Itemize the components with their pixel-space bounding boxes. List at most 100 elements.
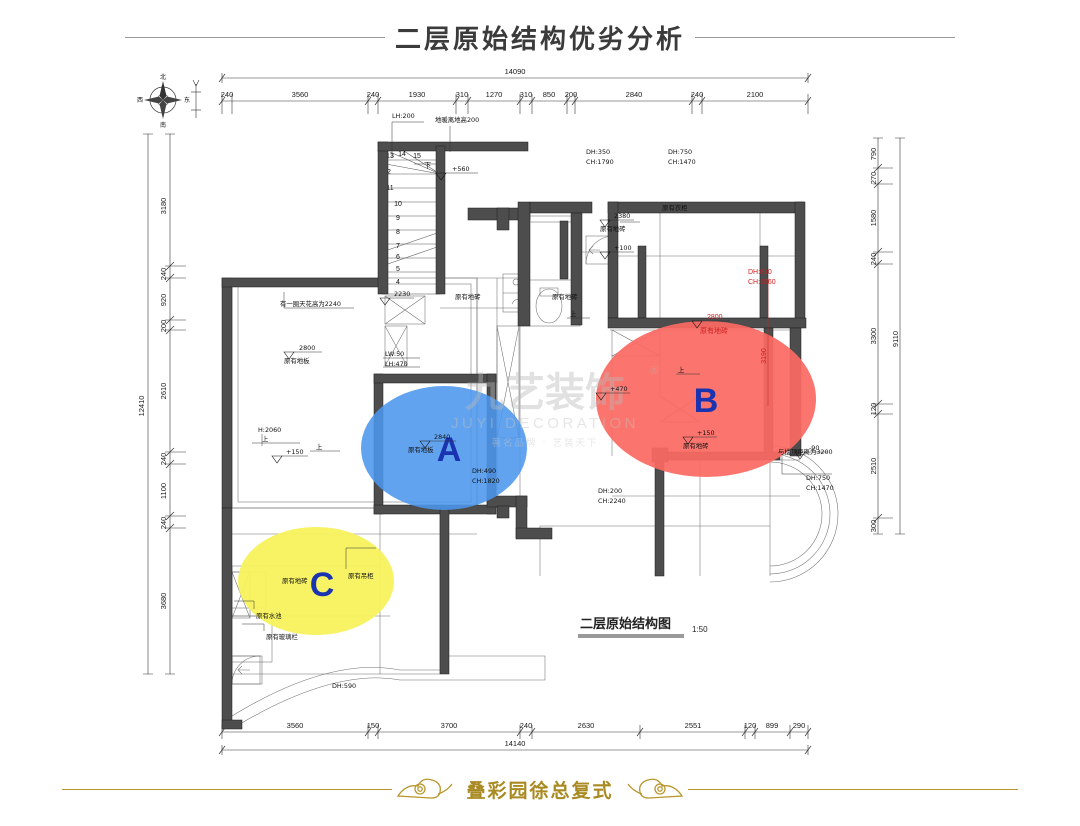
- label-tile-red: 原有地砖: [700, 326, 728, 335]
- label-elev-100: +100: [614, 244, 632, 252]
- dim-top-seg-10: 240: [691, 90, 704, 99]
- elevation-markers: +560 2230 2380 +100 2800: [271, 165, 828, 464]
- label-elev-150-left: +150: [286, 448, 304, 456]
- dim-right-seg-4: 3300: [869, 328, 878, 345]
- label-ch2240: CH:2240: [598, 497, 626, 505]
- dim-bottom-total: 14140: [505, 739, 526, 748]
- annotation-floor-heating: 地暖离地高200: [435, 115, 479, 152]
- label-ch1470-bottom: CH:1470: [806, 484, 834, 492]
- annotation-dh490: DH:490 CH:1820: [472, 467, 500, 485]
- label-old-sink: 原有水池: [256, 611, 282, 620]
- dim-top-seg-3: 1930: [409, 90, 426, 99]
- annotation-dh200: DH:200 CH:2240: [598, 487, 626, 505]
- dim-top-seg-4: 310: [456, 90, 469, 99]
- dim-right-seg-2: 1580: [869, 210, 878, 227]
- cloud-ornament-left-icon: [392, 776, 458, 802]
- annotation-dh350: DH:350 CH:1790: [586, 148, 614, 166]
- compass-rose: 北 东 南 西: [137, 73, 190, 129]
- dim-top-seg-8: 200: [565, 90, 578, 99]
- dim-top-seg-5: 1270: [486, 90, 503, 99]
- annotation-roof-distance: 与楼顶距离为3200: [778, 447, 833, 475]
- label-up-3: 上: [678, 365, 685, 374]
- dim-bottom-seg-0: 3560: [287, 721, 304, 730]
- stair-step-9: 9: [396, 215, 400, 222]
- label-lh470: LH:470: [385, 360, 408, 368]
- label-hanging-cabinet: 原有吊柜: [348, 571, 374, 580]
- annotation-3190: 3190: [761, 278, 769, 406]
- page-footer: 叠彩园徐总复式: [0, 762, 1080, 816]
- label-elev-470: +470: [610, 385, 628, 393]
- compass-east-label: 东: [184, 96, 190, 104]
- dim-bottom-seg-8: 290: [793, 721, 806, 730]
- dim-top-seg-0: 240: [221, 90, 234, 99]
- label-wood-left: 原有地板: [284, 356, 310, 365]
- dimension-chain-top: 14090 240 3560 240 1930 310 1270 3: [218, 67, 812, 114]
- material-labels: 原有地板 原有地板 原有地砖 原有地砖 原有地砖 原有地砖 原有地砖 原有地砖 …: [234, 203, 728, 641]
- label-lh200: LH:200: [392, 112, 415, 120]
- stair-step-11: 11: [386, 185, 393, 192]
- footer-rule-right: [687, 788, 1018, 790]
- annotation-dh750-top: DH:750 CH:1470: [668, 148, 696, 166]
- dim-left-seg-5: 240: [159, 453, 168, 466]
- dim-left-seg-3: 200: [159, 320, 168, 333]
- dim-left-seg-7: 240: [159, 517, 168, 530]
- dim-top-seg-11: 2100: [747, 90, 764, 99]
- stair-step-5: 5: [396, 266, 400, 273]
- dim-left-seg-0: 3180: [159, 198, 168, 215]
- dim-top-seg-2: 240: [367, 90, 380, 99]
- dim-left-seg-4: 2610: [159, 383, 168, 400]
- label-ch1790: CH:1790: [586, 158, 614, 166]
- annotation-ceiling-ring: 有一圈天花高为2240: [280, 292, 354, 309]
- dim-left-total: 12410: [137, 396, 146, 417]
- dim-top-seg-6: 310: [520, 90, 533, 99]
- label-up-4: 上: [316, 442, 323, 451]
- header-rule-right: [695, 36, 955, 38]
- label-ch1470-top: CH:1470: [668, 158, 696, 166]
- label-dh350: DH:350: [586, 148, 610, 156]
- label-tile-kitchen: 原有地砖: [282, 576, 308, 585]
- dim-bottom-seg-6: 120: [744, 721, 757, 730]
- analysis-zone-b[interactable]: [596, 321, 816, 477]
- analysis-zone-a[interactable]: [361, 386, 527, 510]
- dim-left-seg-2: 920: [159, 294, 168, 307]
- label-tile-balcony: 原有地砖: [683, 441, 709, 450]
- annotation-dh750-bottom: DH:750 CH:1470: [806, 474, 834, 492]
- dimension-chain-right: 790 270 1580 240 3300 120 2510 300 9110: [869, 137, 905, 535]
- stair-step-6: 6: [396, 254, 400, 261]
- label-h2230: 2230: [394, 290, 410, 298]
- stair-step-14: 14: [398, 151, 406, 158]
- staircase-step-numbers: 15 14 13 12 11 10 9 8 7 6 5 4 下: [383, 151, 436, 286]
- annotation-h2060: H:2060: [258, 426, 281, 446]
- analysis-zone-c[interactable]: [238, 527, 394, 635]
- dim-right-total: 9110: [891, 331, 900, 347]
- label-roof-distance: 与楼顶距离为3200: [778, 447, 833, 456]
- label-h2800-left: 2800: [299, 344, 315, 352]
- label-elev-560: +560: [452, 165, 470, 173]
- label-glass-rail: 原有玻璃栏: [266, 632, 299, 641]
- compass-north-label: 北: [160, 73, 166, 81]
- annotation-lw50-lh470: LW:50 LH:470: [383, 350, 420, 368]
- label-h2800-red: 2800: [707, 314, 723, 321]
- label-h2060: H:2060: [258, 426, 281, 434]
- watermark-tagline: 著名品牌 · 艺装天下: [491, 437, 598, 449]
- dim-top-total: 14090: [505, 67, 526, 76]
- drawing-canvas: 北 东 南 西 14090: [0, 56, 1080, 756]
- header-rule-left: [124, 36, 385, 38]
- watermark-brand-en: JUYI DECORATION: [451, 415, 639, 432]
- label-tile-bath: 原有地砖: [552, 292, 578, 301]
- label-tile-hall: 原有地砖: [455, 292, 481, 301]
- label-dh200: DH:200: [598, 487, 622, 495]
- annotation-dh810: DH:810 CH:1560: [748, 269, 776, 286]
- label-wood-blue: 原有地板: [408, 445, 434, 454]
- label-wardrobe: 原有衣柜: [662, 203, 688, 212]
- page-title: 二层原始结构优劣分析: [394, 24, 685, 55]
- label-dh750-top: DH:750: [668, 148, 692, 156]
- label-up-1: 上: [262, 434, 269, 443]
- stair-step-10: 10: [394, 201, 402, 208]
- floor-plan-geometry: 15 14 13 12 11 10 9 8 7 6 5 4 下: [221, 112, 839, 730]
- label-dh750-bottom: DH:750: [806, 474, 830, 482]
- dim-right-seg-0: 790: [869, 148, 878, 161]
- label-dh490: DH:490: [472, 467, 496, 475]
- direction-up-markers: [252, 317, 700, 452]
- dim-right-seg-3: 240: [869, 253, 878, 266]
